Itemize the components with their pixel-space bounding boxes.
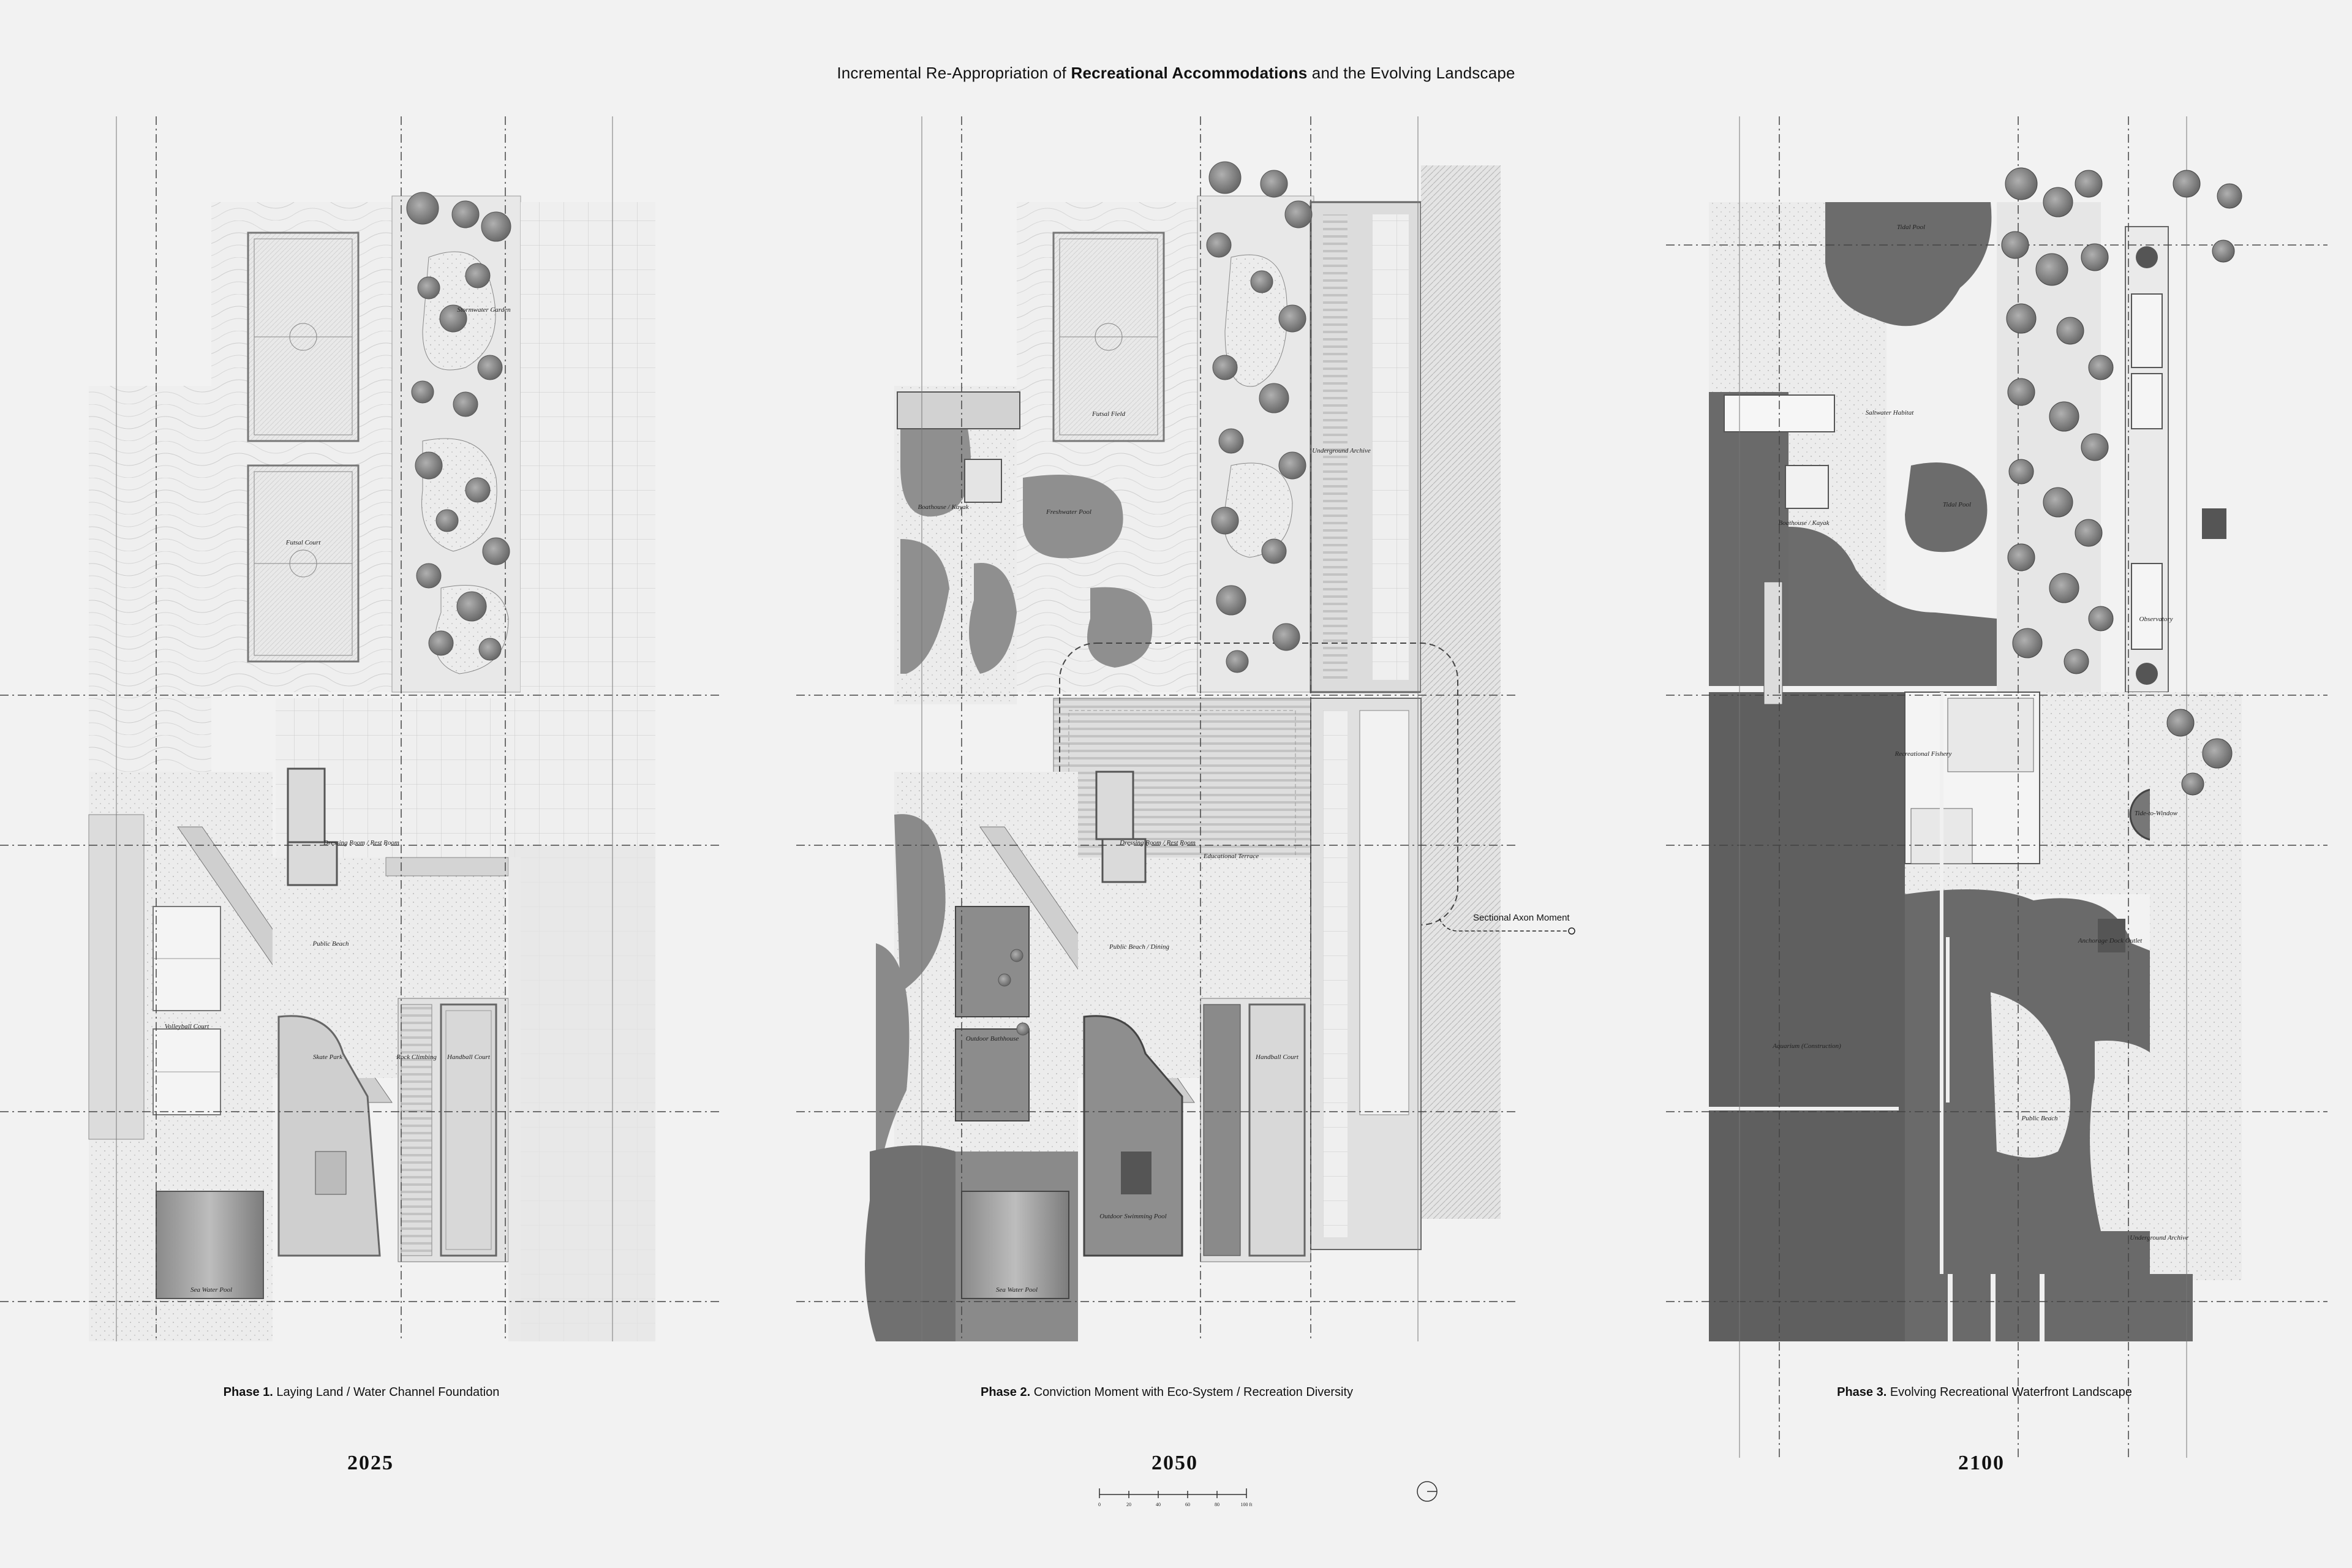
phase-3-caption: Phase 3. Evolving Recreational Waterfron… xyxy=(1837,1385,2132,1399)
label-tidal-pool: Tidal Pool xyxy=(1942,501,1972,508)
north-arrow-icon xyxy=(1417,1481,1438,1502)
phase-1-year: 2025 xyxy=(347,1452,394,1474)
scale-tick: 60 xyxy=(1185,1502,1190,1507)
label-dressing-room-2: Dressing Room / Rest Room xyxy=(1120,839,1196,846)
label-handball-court: Handball Court xyxy=(447,1054,490,1061)
phase-1-plan xyxy=(0,116,723,1341)
label-futsal-court: Futsal Court xyxy=(285,539,321,546)
scale-tick: 100 ft xyxy=(1240,1502,1253,1507)
label-boathouse-kayak-3: Boathouse / Kayak xyxy=(1778,519,1830,527)
scale-tick: 0 xyxy=(1098,1502,1101,1507)
scale-bar xyxy=(1099,1488,1247,1498)
label-tidal-pool-top: Tidal Pool xyxy=(1896,224,1926,231)
label-rock-climbing: Rock Climbing xyxy=(396,1054,437,1061)
label-tide-to-window: Tide-to-Window xyxy=(2134,810,2178,817)
label-public-beach-dining: Public Beach / Dining xyxy=(1109,943,1170,951)
label-underground-archive: Underground Archive xyxy=(1312,447,1371,454)
label-recreational-fishery: Recreational Fishery xyxy=(1894,750,1952,758)
label-public-beach-3: Public Beach xyxy=(2021,1115,2058,1122)
label-handball-court-2: Handball Court xyxy=(1256,1054,1298,1061)
label-sea-water-pool: Sea Water Pool xyxy=(190,1286,233,1294)
phase-3-plan xyxy=(1666,116,2328,1458)
label-underground-archive-3: Underground Archive xyxy=(2130,1234,2188,1242)
label-outdoor-swimming-pool: Outdoor Swimming Pool xyxy=(1099,1213,1167,1220)
scale-tick: 20 xyxy=(1126,1502,1131,1507)
phase-2-year: 2050 xyxy=(1152,1452,1198,1474)
scale-tick: 80 xyxy=(1215,1502,1219,1507)
label-volleyball-court: Volleyball Court xyxy=(164,1023,209,1030)
phase-2-caption: Phase 2. Conviction Moment with Eco-Syst… xyxy=(980,1385,1354,1399)
label-boathouse-kayak: Boathouse / Kayak xyxy=(918,503,969,511)
label-educational-terrace: Educational Terrace xyxy=(1203,853,1259,860)
label-stormwater-garden: Stormwater Garden xyxy=(457,306,511,314)
board-title: Incremental Re-Appropriation of Recreati… xyxy=(837,64,1515,82)
scale-tick: 40 xyxy=(1156,1502,1161,1507)
label-skate-park: Skate Park xyxy=(313,1054,342,1061)
label-sea-water-pool-2: Sea Water Pool xyxy=(995,1286,1038,1294)
label-dressing-room: Dressing Room / Rest Room xyxy=(323,839,399,846)
label-saltwater-habitat: Saltwater Habitat xyxy=(1865,409,1914,417)
phase-2-plan xyxy=(796,116,1575,1502)
label-outdoor-bathhouse: Outdoor Bathhouse xyxy=(965,1035,1019,1042)
label-observation-outlet: Anchorage Dock Outlet xyxy=(2078,937,2143,944)
sectional-axon-label: Sectional Axon Moment xyxy=(1473,913,1570,923)
phase-1-caption: Phase 1. Laying Land / Water Channel Fou… xyxy=(223,1385,500,1399)
label-freshwater-pool: Freshwater Pool xyxy=(1046,508,1091,516)
label-aquarium: Aquarium (Construction) xyxy=(1773,1042,1841,1050)
label-futsal-field: Futsal Field xyxy=(1091,410,1126,418)
label-observatory: Observatory xyxy=(2139,616,2173,623)
label-public-beach: Public Beach xyxy=(312,940,349,948)
phase-3-year: 2100 xyxy=(1958,1452,2005,1474)
